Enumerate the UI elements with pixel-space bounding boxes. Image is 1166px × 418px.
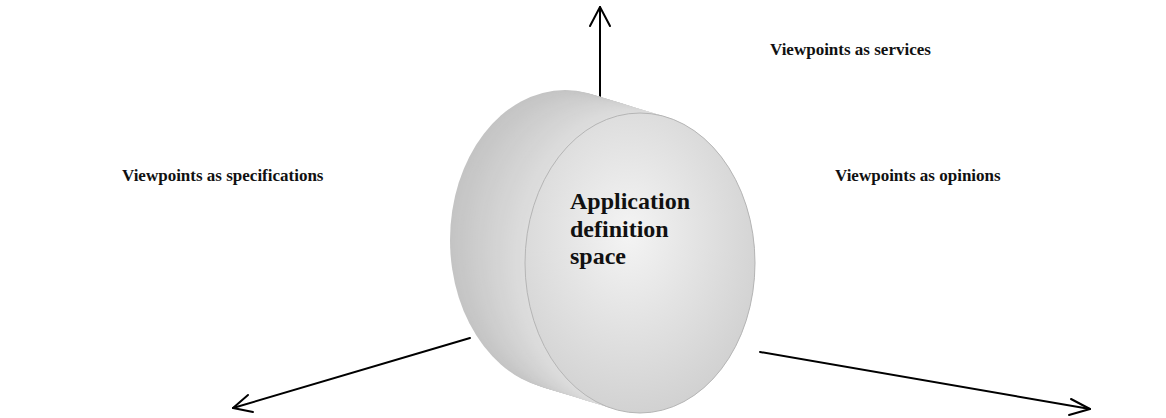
axis-label: Viewpoints as services [770,40,931,60]
axis-label: Viewpoints as specifications [122,166,324,186]
arrow-head [233,395,253,412]
cylinder-node: Application definition space [440,85,770,418]
node-title: Application definition space [570,188,720,271]
axis-arrow [599,7,601,96]
cylinder-body [450,90,755,413]
axis-arrow [233,338,470,408]
arrow-head [590,7,610,26]
arrow-head [1069,399,1090,415]
axis-arrow [760,352,1090,409]
axis-label: Viewpoints as opinions [835,166,1001,186]
cylinder-slice [525,113,755,413]
cylinder-face [525,113,755,413]
